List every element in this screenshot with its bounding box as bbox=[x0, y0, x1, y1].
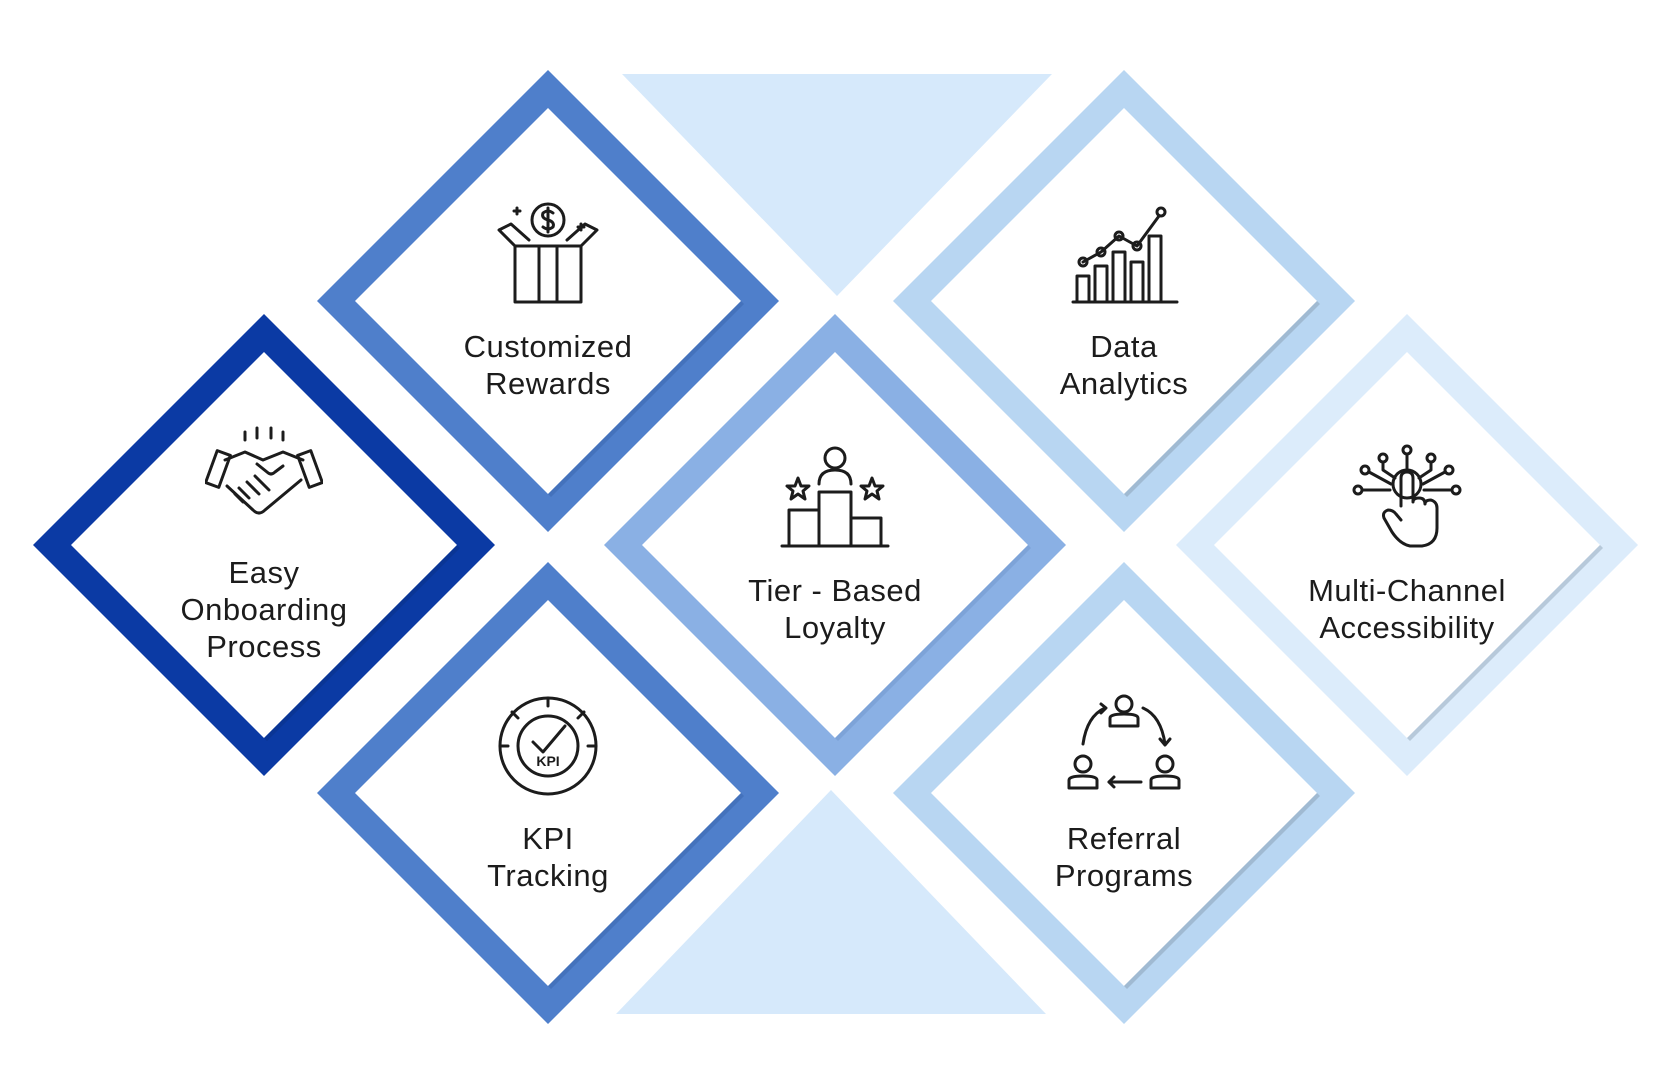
diamond-label: Multi-Channel Accessibility bbox=[1308, 572, 1506, 646]
handshake-icon bbox=[205, 426, 323, 514]
diamond-label: Data Analytics bbox=[1060, 328, 1189, 402]
diamond-label: Referral Programs bbox=[1055, 820, 1193, 894]
label-line: Rewards bbox=[485, 366, 611, 401]
diamond-label: KPI Tracking bbox=[487, 820, 609, 894]
gift-box-dollar-icon bbox=[497, 202, 599, 304]
diamond-label: Tier - Based Loyalty bbox=[748, 572, 922, 646]
diamond-customized-rewards: Customized Rewards bbox=[317, 70, 779, 532]
kpi-icon-text: KPI bbox=[536, 753, 559, 769]
referral-cycle-icon bbox=[1067, 694, 1181, 790]
label-line: Loyalty bbox=[784, 610, 886, 645]
label-line: Multi-Channel bbox=[1308, 573, 1506, 608]
diamond-frame bbox=[893, 562, 1355, 1024]
label-line: Data bbox=[1090, 329, 1158, 364]
diamond-data-analytics: Data Analytics bbox=[893, 70, 1355, 532]
touch-network-icon bbox=[1352, 444, 1462, 548]
label-line: Referral bbox=[1066, 821, 1182, 856]
diamond-easy-onboarding: Easy Onboarding Process bbox=[33, 314, 495, 776]
kpi-gauge-icon: KPI bbox=[498, 696, 598, 796]
label-line: Tracking bbox=[487, 858, 609, 893]
bottom-background-triangle bbox=[616, 790, 1046, 1014]
label-line: Easy bbox=[228, 554, 300, 590]
top-background-triangle bbox=[622, 74, 1052, 296]
label-line: Analytics bbox=[1059, 366, 1189, 401]
diamond-frame bbox=[33, 314, 495, 776]
diamond-label: Easy Onboarding Process bbox=[180, 554, 347, 665]
diamond-label: Customized Rewards bbox=[464, 328, 633, 402]
diamond-referral-programs: Referral Programs bbox=[893, 562, 1355, 1024]
label-line: Customized bbox=[463, 329, 633, 364]
diamond-tier-based-loyalty: Tier - Based Loyalty bbox=[604, 314, 1066, 776]
label-line: Onboarding bbox=[180, 591, 348, 627]
podium-icon bbox=[780, 446, 890, 548]
label-line: Process bbox=[206, 628, 322, 664]
label-line: Tier - Based bbox=[748, 573, 922, 608]
diamond-multi-channel-accessibility: Multi-Channel Accessibility bbox=[1176, 314, 1638, 776]
label-line: Accessibility bbox=[1319, 610, 1495, 645]
bar-chart-icon bbox=[1071, 206, 1179, 304]
label-line: Programs bbox=[1054, 858, 1194, 893]
label-line: KPI bbox=[522, 821, 574, 856]
diamond-kpi-tracking: KPI KPI Tracking bbox=[317, 562, 779, 1024]
